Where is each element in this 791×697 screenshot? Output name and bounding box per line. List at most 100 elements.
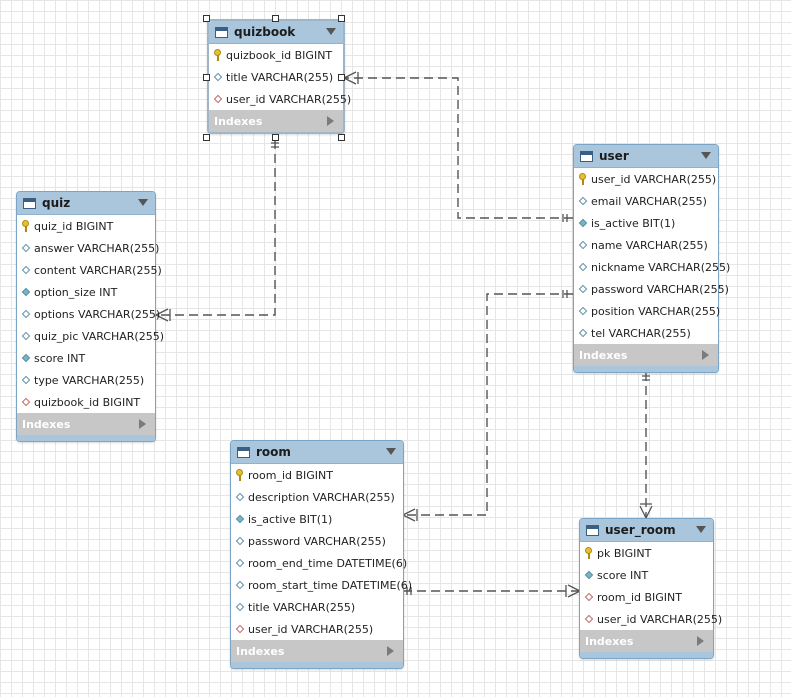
table-icon — [23, 197, 36, 209]
column-row[interactable]: title VARCHAR(255) — [231, 596, 403, 618]
column-icon — [578, 262, 588, 272]
column-row[interactable]: user_id VARCHAR(255) — [209, 88, 351, 110]
expand-arrow-icon[interactable] — [327, 116, 334, 126]
column-row[interactable]: room_id BIGINT — [580, 586, 713, 608]
column-row[interactable]: quizbook_id BIGINT — [209, 44, 343, 66]
relationship-quizbook-quiz[interactable] — [155, 140, 279, 322]
column-row[interactable]: title VARCHAR(255) — [209, 66, 343, 88]
resize-handle-bottom-left[interactable] — [203, 134, 210, 141]
collapse-toggle-icon[interactable] — [326, 28, 336, 35]
table-footer — [17, 435, 155, 441]
column-row[interactable]: quiz_pic VARCHAR(255) — [17, 325, 164, 347]
foreign-key-icon — [213, 94, 223, 104]
column-label: quizbook_id BIGINT — [34, 395, 141, 409]
column-label: is_active BIT(1) — [591, 216, 676, 230]
column-row[interactable]: description VARCHAR(255) — [231, 486, 403, 508]
column-row[interactable]: room_start_time DATETIME(6) — [231, 574, 412, 596]
column-label: position VARCHAR(255) — [591, 304, 721, 318]
table-quiz[interactable]: quiz quiz_id BIGINT answer VARCHAR(255) … — [16, 191, 164, 442]
column-row[interactable]: quiz_id BIGINT — [17, 215, 155, 237]
column-row[interactable]: type VARCHAR(255) — [17, 369, 155, 391]
column-label: score INT — [597, 568, 649, 582]
column-icon — [21, 375, 31, 385]
column-row[interactable]: user_id VARCHAR(255) — [574, 168, 718, 190]
column-label: name VARCHAR(255) — [591, 238, 708, 252]
relationship-user-room[interactable] — [402, 290, 573, 522]
column-row[interactable]: pk BIGINT — [580, 542, 713, 564]
column-row[interactable]: name VARCHAR(255) — [574, 234, 718, 256]
column-row[interactable]: options VARCHAR(255) — [17, 303, 160, 325]
column-label: title VARCHAR(255) — [248, 600, 356, 614]
table-name: room — [256, 445, 291, 459]
column-row[interactable]: user_id VARCHAR(255) — [231, 618, 403, 640]
column-row[interactable]: option_size INT — [17, 281, 155, 303]
resize-handle-middle-right[interactable] — [338, 74, 345, 81]
table-room[interactable]: room room_id BIGINT description VARCHAR(… — [230, 440, 412, 669]
indexes-row[interactable]: Indexes — [231, 640, 403, 662]
column-row[interactable]: is_active BIT(1) — [231, 508, 403, 530]
resize-handle-middle-left[interactable] — [203, 74, 210, 81]
column-icon — [578, 284, 588, 294]
table-name: quiz — [42, 196, 71, 210]
table-header[interactable]: room — [231, 441, 403, 464]
column-label: user_id VARCHAR(255) — [597, 612, 723, 626]
column-row[interactable]: quizbook_id BIGINT — [17, 391, 155, 413]
column-row[interactable]: password VARCHAR(255) — [574, 278, 729, 300]
table-user_room[interactable]: user_room pk BIGINT score INT room_id BI… — [579, 518, 722, 659]
column-row[interactable]: answer VARCHAR(255) — [17, 237, 159, 259]
expand-arrow-icon[interactable] — [697, 636, 704, 646]
column-row[interactable]: score INT — [17, 347, 155, 369]
column-row[interactable]: position VARCHAR(255) — [574, 300, 721, 322]
column-icon — [21, 331, 31, 341]
indexes-row[interactable]: Indexes — [580, 630, 713, 652]
primary-key-icon — [236, 469, 244, 481]
column-label: is_active BIT(1) — [248, 512, 333, 526]
collapse-toggle-icon[interactable] — [696, 526, 706, 533]
column-label: password VARCHAR(255) — [591, 282, 729, 296]
column-row[interactable]: nickname VARCHAR(255) — [574, 256, 730, 278]
column-label: email VARCHAR(255) — [591, 194, 707, 208]
column-icon — [578, 240, 588, 250]
column-label: content VARCHAR(255) — [34, 263, 162, 277]
column-row[interactable]: content VARCHAR(255) — [17, 259, 162, 281]
indexes-row[interactable]: Indexes — [574, 344, 718, 366]
expand-arrow-icon[interactable] — [702, 350, 709, 360]
table-quizbook[interactable]: quizbook quizbook_id BIGINT title VARCHA… — [207, 19, 351, 134]
table-header[interactable]: quizbook — [209, 21, 343, 44]
resize-handle-top-left[interactable] — [203, 15, 210, 22]
column-label: user_id VARCHAR(255) — [226, 92, 352, 106]
indexes-row[interactable]: Indexes — [209, 110, 343, 132]
not-null-column-icon — [21, 353, 31, 363]
column-row[interactable]: password VARCHAR(255) — [231, 530, 403, 552]
collapse-toggle-icon[interactable] — [701, 152, 711, 159]
indexes-label: Indexes — [22, 417, 71, 431]
column-row[interactable]: tel VARCHAR(255) — [574, 322, 718, 344]
collapse-toggle-icon[interactable] — [386, 448, 396, 455]
indexes-label: Indexes — [579, 348, 628, 362]
collapse-toggle-icon[interactable] — [138, 199, 148, 206]
column-row[interactable]: is_active BIT(1) — [574, 212, 718, 234]
column-row[interactable]: score INT — [580, 564, 713, 586]
table-user[interactable]: user user_id VARCHAR(255) email VARCHAR(… — [573, 144, 730, 373]
column-row[interactable]: email VARCHAR(255) — [574, 190, 718, 212]
expand-arrow-icon[interactable] — [139, 419, 146, 429]
not-null-column-icon — [235, 514, 245, 524]
expand-arrow-icon[interactable] — [387, 646, 394, 656]
relationship-user-user_room[interactable] — [639, 372, 653, 519]
resize-handle-top-right[interactable] — [338, 15, 345, 22]
indexes-row[interactable]: Indexes — [17, 413, 155, 435]
resize-handle-bottom-right[interactable] — [338, 134, 345, 141]
table-header[interactable]: quiz — [17, 192, 155, 215]
table-header[interactable]: user — [574, 145, 718, 168]
relationship-room-user_room[interactable] — [403, 584, 581, 598]
column-row[interactable]: room_end_time DATETIME(6) — [231, 552, 407, 574]
column-row[interactable]: user_id VARCHAR(255) — [580, 608, 722, 630]
foreign-key-icon — [235, 624, 245, 634]
column-icon — [21, 309, 31, 319]
relationship-user-quizbook[interactable] — [343, 71, 573, 222]
resize-handle-top-center[interactable] — [272, 15, 279, 22]
column-icon — [235, 536, 245, 546]
resize-handle-bottom-center[interactable] — [272, 134, 279, 141]
column-row[interactable]: room_id BIGINT — [231, 464, 403, 486]
table-header[interactable]: user_room — [580, 519, 713, 542]
